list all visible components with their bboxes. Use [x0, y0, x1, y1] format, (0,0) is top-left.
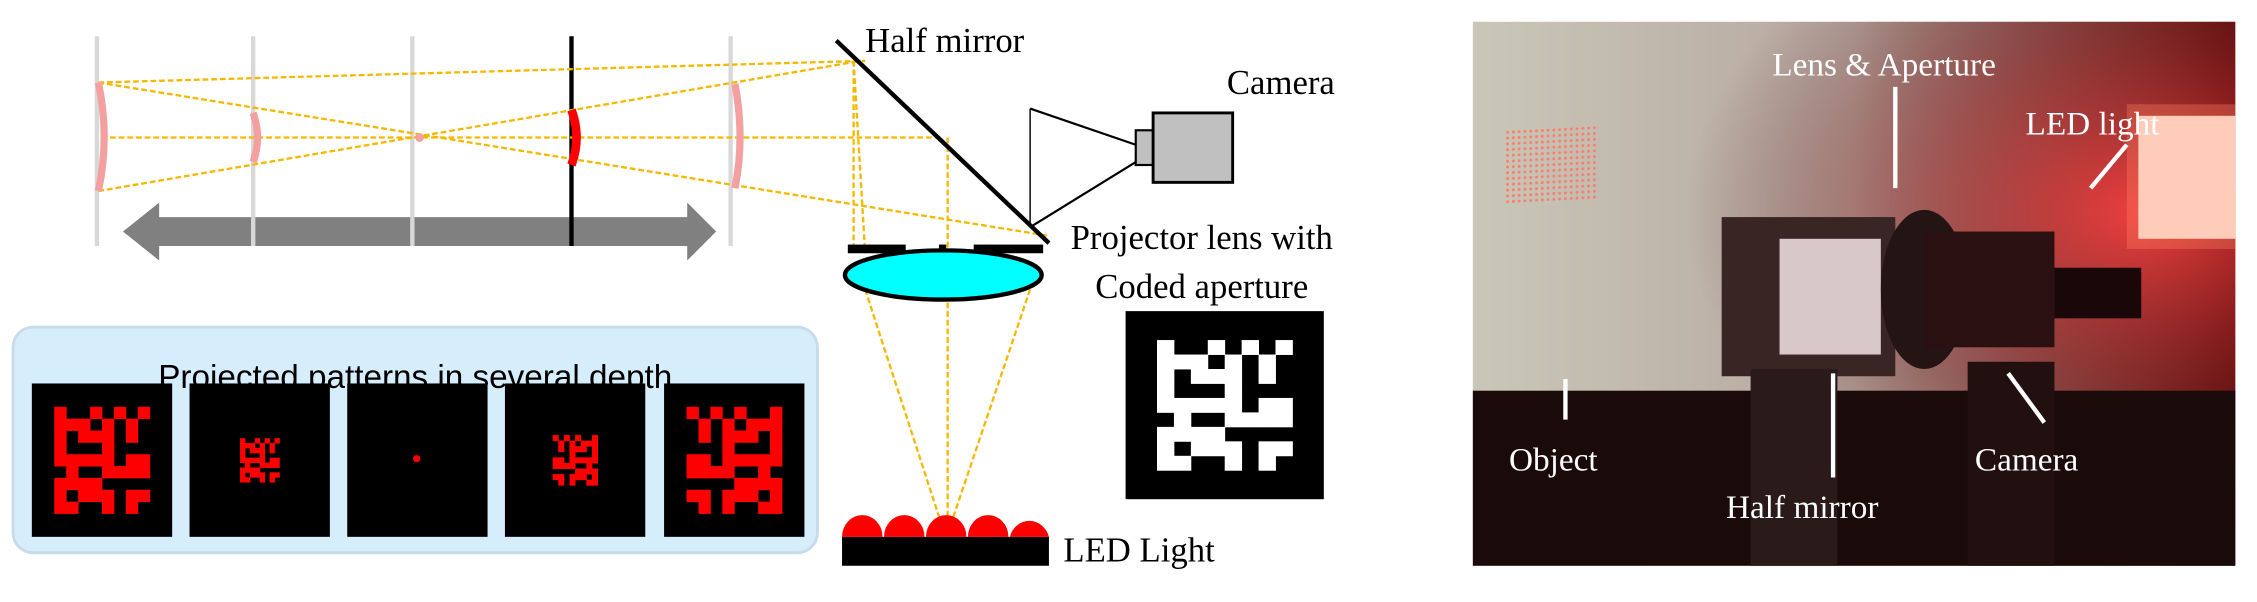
coded-aperture-pattern	[1125, 311, 1324, 500]
pattern-thumbnail-4	[504, 383, 646, 537]
pattern-thumbnail-1	[31, 383, 173, 537]
pattern-thumbnail-5	[664, 383, 805, 537]
setup-photo	[1472, 21, 2236, 566]
depth-range-arrow	[122, 202, 717, 261]
led-light-icon	[842, 515, 1049, 566]
photo-label-lens-aperture: Lens & Aperture	[1772, 46, 1996, 83]
blur-spots	[94, 81, 744, 192]
half-mirror-label: Half mirror	[865, 21, 1025, 60]
photo-label-half-mirror: Half mirror	[1726, 489, 1878, 526]
pattern-thumbnail-2	[189, 383, 330, 537]
camera-icon	[1029, 107, 1235, 229]
projector-label-line1: Projector lens with	[1071, 218, 1333, 257]
half-mirror	[834, 39, 1051, 245]
depth-planes	[94, 36, 733, 247]
photo-label-camera: Camera	[1975, 441, 2079, 478]
projector-lens	[842, 248, 1044, 302]
photo-label-led-light: LED light	[2026, 106, 2161, 143]
camera-label: Camera	[1227, 63, 1335, 102]
photo-label-object: Object	[1509, 441, 1598, 478]
pattern-thumbnails	[31, 383, 805, 537]
led-light-label: LED Light	[1063, 530, 1215, 569]
projector-label-line2: Coded aperture	[1095, 267, 1308, 306]
pattern-thumbnail-3	[347, 383, 488, 537]
light-rays	[98, 59, 1050, 522]
